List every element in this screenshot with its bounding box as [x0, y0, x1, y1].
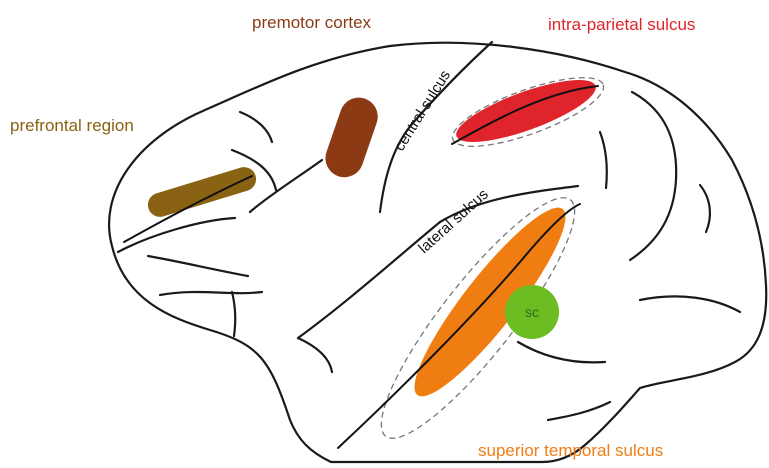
- sc-label: sc: [525, 304, 539, 320]
- arcuate-fold: [250, 160, 322, 212]
- prefrontal-region-blob: [145, 164, 259, 220]
- prefrontal-region-label: prefrontal region: [10, 116, 134, 135]
- lunate-sulcus: [630, 92, 676, 260]
- premotor-cortex-blob: [320, 92, 383, 182]
- intraparietal-sulcus-label: intra-parietal sulcus: [548, 15, 695, 34]
- occipital-fold-2: [640, 296, 740, 312]
- temporal-fold-low: [548, 402, 610, 420]
- brain-outline: [109, 43, 766, 462]
- inferior-temporal-fold: [518, 342, 605, 362]
- orbital-fold: [148, 256, 248, 276]
- superior-temporal-sulcus-label: superior temporal sulcus: [478, 441, 663, 460]
- orbital-fold-2: [160, 292, 262, 295]
- temporal-pole-fold: [232, 292, 235, 336]
- intraparietal-sulcus-blob: [450, 68, 602, 154]
- lateral-sulcus-label: lateral sulcus: [415, 186, 491, 257]
- frontal-fold-line: [240, 112, 272, 142]
- temporal-lower-fold: [298, 338, 332, 372]
- central-sulcus-label: central sulcus: [391, 67, 454, 154]
- occipital-fold: [700, 185, 710, 232]
- parietal-fold: [600, 132, 607, 188]
- premotor-cortex-label: premotor cortex: [252, 13, 372, 32]
